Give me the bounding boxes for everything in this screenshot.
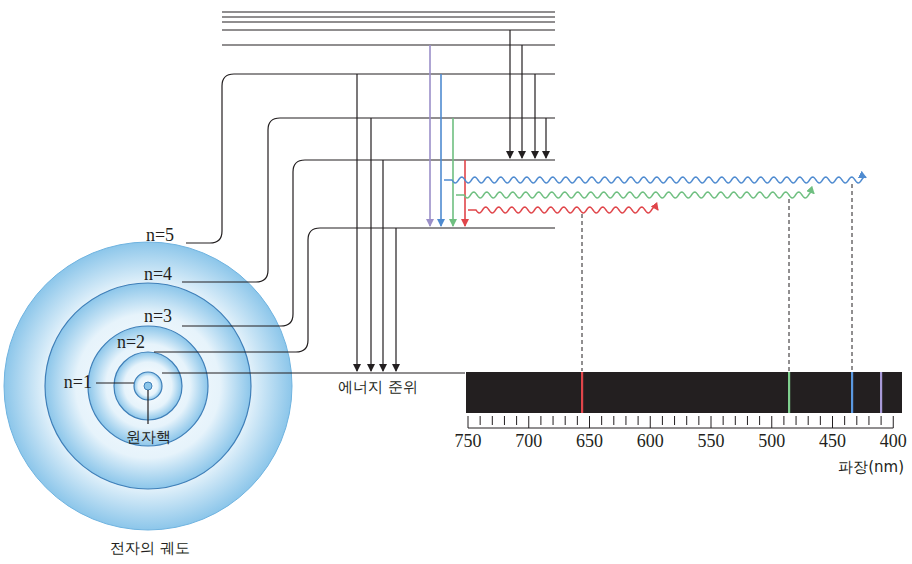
orbit-label: n=4 xyxy=(144,265,172,285)
caption-label: 전자의 궤도 xyxy=(110,540,190,557)
scale-tick xyxy=(844,416,845,425)
scale-tick xyxy=(516,416,517,425)
orbit-label: n=2 xyxy=(117,333,145,353)
spectrum-band xyxy=(466,372,902,413)
scale-number: 550 xyxy=(698,432,725,452)
scale-ticks xyxy=(468,416,893,428)
scale-tick xyxy=(759,416,760,425)
scale-number: 650 xyxy=(576,432,603,452)
scale-tick xyxy=(601,416,602,425)
scale-number: 500 xyxy=(758,432,785,452)
scale-tick xyxy=(540,416,541,425)
scale-tick xyxy=(711,416,712,428)
dashed-guides xyxy=(582,184,852,371)
scale-number: 600 xyxy=(637,432,664,452)
axis-label: 에너지 준위 xyxy=(338,379,418,396)
scale-number: 750 xyxy=(455,432,482,452)
scale-tick xyxy=(832,416,833,428)
scale-tick xyxy=(893,416,894,428)
scale-tick xyxy=(674,416,675,425)
scale-axis xyxy=(468,428,893,429)
balmer-arrows xyxy=(430,45,465,226)
nucleus-label: 원자핵 xyxy=(126,429,171,446)
axis-title: 파장(nm) xyxy=(838,459,904,476)
scale-tick xyxy=(735,416,736,425)
orbit-label: n=1 xyxy=(64,373,92,393)
scale-tick xyxy=(504,416,505,425)
scale-tick xyxy=(771,416,772,428)
scale-tick xyxy=(638,416,639,425)
transition-arrows xyxy=(357,30,546,371)
scale-tick xyxy=(625,416,626,425)
scale-number: 400 xyxy=(880,432,907,452)
scale-tick xyxy=(565,416,566,425)
scale-tick xyxy=(468,416,469,428)
scale-tick xyxy=(796,416,797,425)
scale-tick xyxy=(881,416,882,425)
photon-wave xyxy=(444,177,866,183)
scale-number: 700 xyxy=(515,432,542,452)
scale-tick xyxy=(723,416,724,425)
scale-tick xyxy=(650,416,651,428)
scale-tick xyxy=(480,416,481,425)
scale-tick xyxy=(662,416,663,425)
scale-number: 450 xyxy=(819,432,846,452)
photon-wave xyxy=(456,192,814,198)
orbit-label: n=3 xyxy=(144,307,172,327)
scale-tick xyxy=(492,416,493,425)
scale-tick xyxy=(528,416,529,428)
orbit-rings xyxy=(4,242,292,530)
scale-tick xyxy=(553,416,554,425)
scale-tick xyxy=(686,416,687,425)
scale-tick xyxy=(747,416,748,425)
scale-tick xyxy=(589,416,590,428)
scale-tick xyxy=(820,416,821,425)
orbit-label: n=5 xyxy=(146,226,174,246)
scale-tick xyxy=(613,416,614,425)
level-lines xyxy=(96,12,555,424)
photon-waves xyxy=(444,177,866,213)
scale-tick xyxy=(808,416,809,425)
scale-tick xyxy=(698,416,699,425)
scale-tick xyxy=(868,416,869,425)
scale-tick xyxy=(783,416,784,425)
scale-tick xyxy=(856,416,857,425)
photon-wave xyxy=(468,207,658,213)
scale-tick xyxy=(577,416,578,425)
